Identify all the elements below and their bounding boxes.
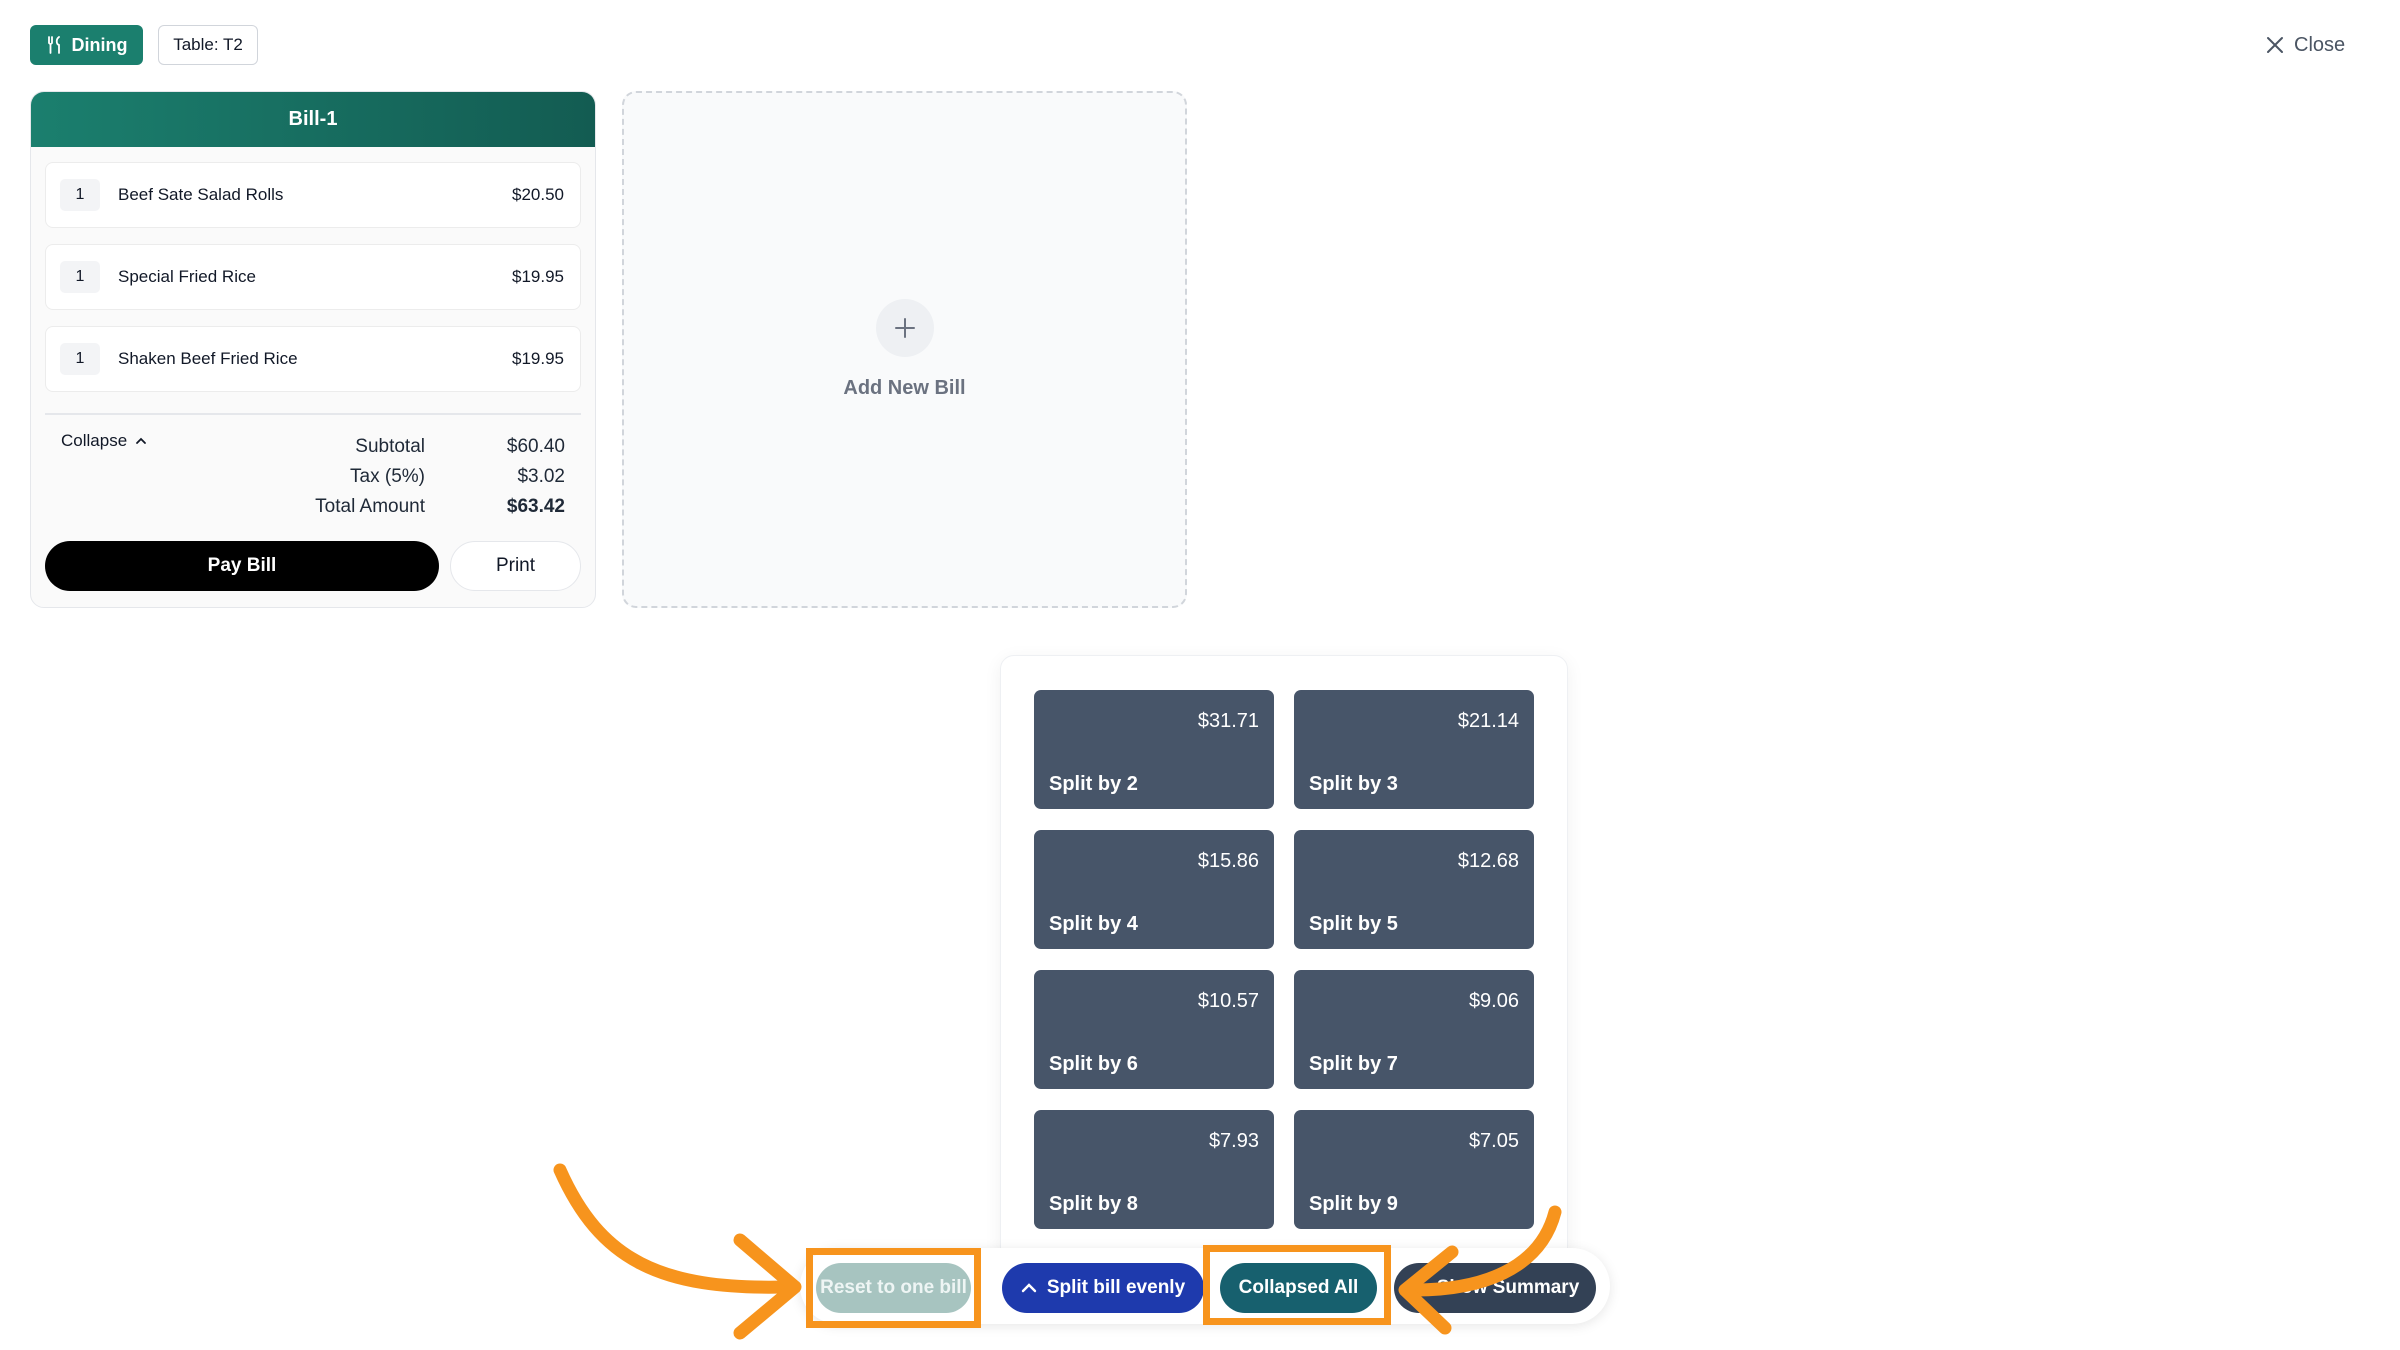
tax-label: Tax (5%) [350,466,425,487]
item-quantity: 1 [60,179,100,211]
close-label: Close [2294,33,2346,56]
left-arrowhead [733,1233,802,1340]
utensils-icon [47,36,60,54]
close-button[interactable]: Close [2266,30,2345,60]
split-label: Split by 6 [1049,1053,1138,1075]
split-bill-evenly-button[interactable]: Split bill evenly [1002,1263,1204,1313]
split-label: Split by 5 [1309,913,1398,935]
print-button[interactable]: Print [450,541,581,591]
total-label: Total Amount [315,496,425,517]
highlight-box-collapsed-all [1203,1245,1391,1325]
split-amount: $7.05 [1468,1130,1519,1152]
split-label: Split by 3 [1309,773,1398,795]
split-options-panel: $31.71 Split by 2 $21.14 Split by 3 $15.… [1000,655,1568,1271]
split-by-5-tile[interactable]: $12.68 Split by 5 [1294,830,1534,949]
item-price: $19.95 [512,349,564,368]
item-price: $20.50 [512,185,564,204]
subtotal-row: Subtotal $60.40 [265,432,565,462]
bill-totals: Subtotal $60.40 Tax (5%) $3.02 Total Amo… [265,432,565,522]
subtotal-label: Subtotal [355,436,425,457]
add-new-bill-label: Add New Bill [843,377,966,399]
bill-item-row[interactable]: 1 Special Fried Rice $19.95 [45,244,581,310]
tax-value: $3.02 [517,466,565,487]
item-price: $19.95 [512,267,564,286]
split-amount: $10.57 [1197,990,1259,1012]
chevron-up-icon [1411,1283,1426,1293]
split-by-2-tile[interactable]: $31.71 Split by 2 [1034,690,1274,809]
split-by-8-tile[interactable]: $7.93 Split by 8 [1034,1110,1274,1229]
left-arrow [553,1163,792,1294]
item-name: Special Fried Rice [118,267,256,286]
split-amount: $21.14 [1457,710,1519,732]
bill-title: Bill-1 [31,92,595,147]
split-amount: $9.06 [1468,990,1519,1012]
item-name: Shaken Beef Fried Rice [118,349,298,368]
chevron-up-icon [136,437,147,444]
tax-row: Tax (5%) $3.02 [265,462,565,492]
split-by-3-tile[interactable]: $21.14 Split by 3 [1294,690,1534,809]
split-by-6-tile[interactable]: $10.57 Split by 6 [1034,970,1274,1089]
bill-divider [45,413,581,415]
dining-tag: Dining [30,25,143,65]
highlight-box-reset [806,1248,981,1328]
table-tag: Table: T2 [158,25,258,65]
collapsed-all-button[interactable]: Collapsed All [1220,1263,1377,1313]
dining-label: Dining [71,34,128,55]
item-name: Beef Sate Salad Rolls [118,185,284,204]
split-label: Split by 8 [1049,1193,1138,1215]
split-label: Split by 4 [1049,913,1138,935]
collapse-toggle[interactable]: Collapse [61,431,147,451]
show-summary-button[interactable]: Show Summary [1394,1263,1596,1313]
subtotal-value: $60.40 [506,436,565,457]
split-label: Split by 9 [1309,1193,1398,1215]
split-label: Split by 2 [1049,773,1138,795]
add-new-bill-card[interactable]: Add New Bill [622,91,1187,608]
split-amount: $31.71 [1197,710,1259,732]
split-by-7-tile[interactable]: $9.06 Split by 7 [1294,970,1534,1089]
item-quantity: 1 [60,343,100,375]
bill-item-row[interactable]: 1 Beef Sate Salad Rolls $20.50 [45,162,581,228]
show-summary-label: Show Summary [1436,1277,1580,1298]
collapse-label: Collapse [61,431,128,450]
total-value: $63.42 [506,496,565,517]
split-bill-evenly-label: Split bill evenly [1046,1277,1186,1298]
reset-to-one-bill-button[interactable]: Reset to one bill [816,1263,971,1313]
item-quantity: 1 [60,261,100,293]
pay-bill-button[interactable]: Pay Bill [45,541,439,591]
bill-card: Bill-1 1 Beef Sate Salad Rolls $20.50 1 … [30,91,596,608]
plus-icon [876,299,934,357]
split-amount: $12.68 [1457,850,1519,872]
split-amount: $7.93 [1208,1130,1259,1152]
split-by-9-tile[interactable]: $7.05 Split by 9 [1294,1110,1534,1229]
close-icon [2267,37,2283,53]
total-row: Total Amount $63.42 [265,492,565,522]
split-label: Split by 7 [1309,1053,1398,1075]
split-amount: $15.86 [1197,850,1259,872]
bill-item-row[interactable]: 1 Shaken Beef Fried Rice $19.95 [45,326,581,392]
split-by-4-tile[interactable]: $15.86 Split by 4 [1034,830,1274,949]
chevron-up-icon [1021,1283,1037,1293]
